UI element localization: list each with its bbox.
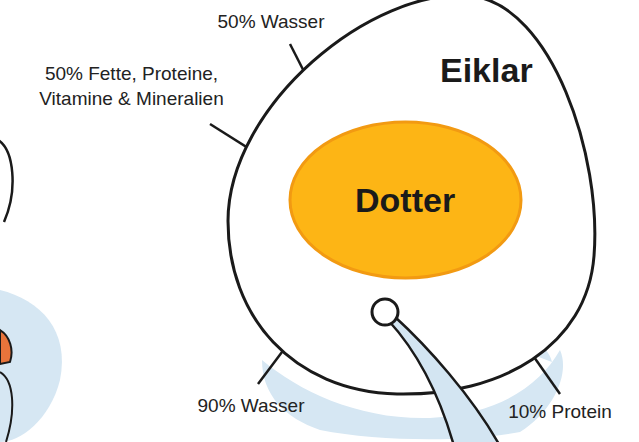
- share-label: 10% Protein: [490, 399, 630, 424]
- region-title: Eiklar: [440, 50, 533, 90]
- part-title: Dotter: [355, 180, 455, 220]
- side-figure: [0, 372, 12, 442]
- germinal-disc: [372, 299, 398, 325]
- side-figure: [0, 330, 12, 364]
- pen-illustration: [388, 316, 500, 442]
- egg-yolk: Dotter: [288, 120, 523, 280]
- yolk-shape: [290, 122, 521, 278]
- blue-wash: [0, 290, 62, 442]
- share-label: 50% Fette, Proteine, Vitamine & Minerali…: [14, 61, 249, 111]
- egg-white: EiklarDotter: [222, 0, 612, 406]
- share-label: 50% Wasser: [196, 9, 346, 34]
- share-label: 90% Wasser: [176, 393, 326, 418]
- side-figure: [0, 140, 13, 222]
